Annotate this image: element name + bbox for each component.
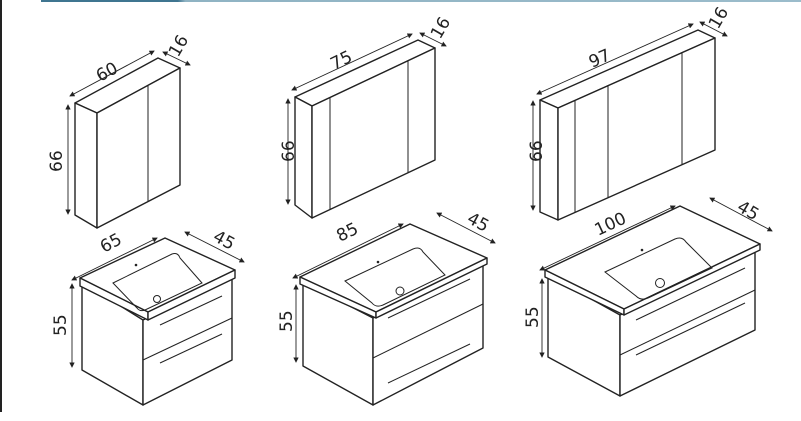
vanity-width-label: 65 (97, 230, 125, 258)
mirror-cabinet-75: 75 16 66 (279, 14, 455, 219)
vanity-depth-label: 45 (210, 227, 238, 255)
vanity-width-label: 85 (333, 219, 361, 246)
mirror-depth-label: 16 (165, 32, 193, 61)
mirror-height-label: 66 (47, 150, 67, 172)
vanity-unit-65: 65 45 55 (51, 227, 245, 406)
header-accent-bar (41, 0, 801, 2)
left-border (0, 0, 2, 412)
vanity-depth-label: 45 (464, 209, 492, 237)
vanity-height-label: 55 (523, 306, 543, 328)
vanity-unit-100: 100 45 55 (523, 197, 773, 397)
mirror-cabinet-60: 60 16 66 (47, 32, 193, 229)
mirror-depth-label: 16 (705, 4, 733, 33)
mirror-cabinet-97: 97 16 66 (527, 4, 733, 221)
vanity-unit-85: 85 45 55 (277, 209, 496, 406)
vanity-height-label: 55 (277, 310, 297, 332)
vanity-height-label: 55 (51, 314, 71, 336)
mirror-height-label: 66 (279, 140, 299, 162)
mirror-height-label: 66 (527, 140, 547, 162)
vanity-depth-label: 45 (734, 197, 763, 225)
